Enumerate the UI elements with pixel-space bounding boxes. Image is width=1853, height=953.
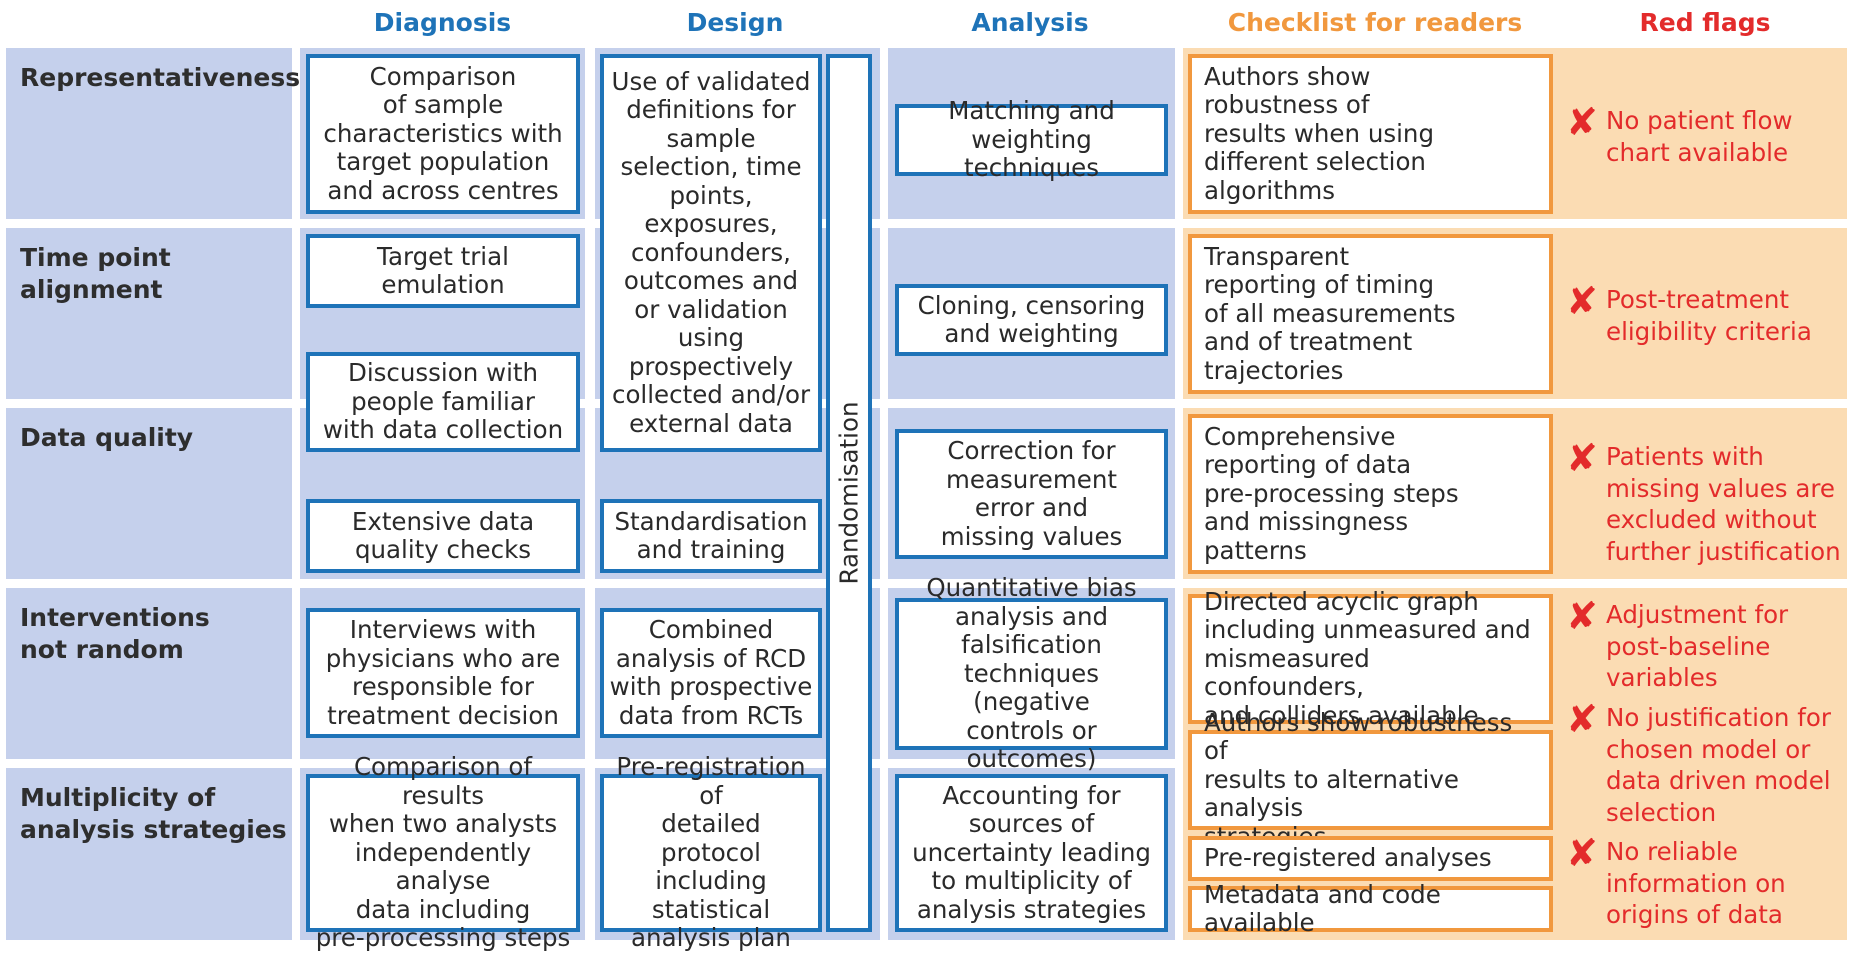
red-flag-text: Post-treatment eligibility criteria xyxy=(1606,285,1812,346)
cross-mark-icon: ✘ xyxy=(1566,279,1598,323)
red-flag-text: No reliable information on origins of da… xyxy=(1606,837,1786,929)
design-box: Use of validated definitions for sample … xyxy=(600,54,822,452)
design-box: Standardisation and training xyxy=(600,499,822,573)
diagnosis-box: Comparison of results when two analysts … xyxy=(306,753,580,952)
checklist-box: Authors show robustness of results to al… xyxy=(1188,708,1553,851)
cross-mark-icon: ✘ xyxy=(1566,594,1598,638)
diagnosis-box: Interviews with physicians who are respo… xyxy=(306,608,580,738)
band-label-row-4 xyxy=(6,588,292,759)
row-label-time-point-alignment: Time point alignment xyxy=(20,243,171,304)
checklist-box: Metadata and code available xyxy=(1188,880,1553,937)
design-box: Combined analysis of RCD with prospectiv… xyxy=(600,608,822,738)
cross-mark-icon: ✘ xyxy=(1566,436,1598,480)
analysis-box: Correction for measurement error and mis… xyxy=(895,429,1168,559)
cross-mark-icon: ✘ xyxy=(1566,697,1598,741)
cross-mark-icon: ✘ xyxy=(1566,831,1598,875)
checklist-box: Comprehensive reporting of data pre-proc… xyxy=(1188,414,1553,574)
red-flag-text: Adjustment for post-baseline variables xyxy=(1606,600,1789,692)
header-red-flags: Red flags xyxy=(1639,8,1771,37)
checklist-box: Pre-registered analyses xyxy=(1188,836,1553,881)
diagnosis-box: Extensive data quality checks xyxy=(306,499,580,573)
analysis-box: Matching and weighting techniques xyxy=(895,97,1168,182)
red-flag-item: ✘ No justification for chosen model or d… xyxy=(1566,697,1846,828)
red-flag-item: ✘ No patient flow chart available xyxy=(1566,100,1846,168)
red-flag-text: No patient flow chart available xyxy=(1606,106,1793,167)
diagnosis-box: Comparison of sample characteristics wit… xyxy=(306,54,580,214)
diagnosis-box: Discussion with people familiar with dat… xyxy=(306,352,580,452)
header-checklist: Checklist for readers xyxy=(1227,8,1523,37)
red-flag-item: ✘ Patients with missing values are exclu… xyxy=(1566,436,1847,567)
analysis-box: Accounting for sources of uncertainty le… xyxy=(895,774,1168,932)
row-label-data-quality: Data quality xyxy=(20,423,194,452)
randomisation-label: Randomisation xyxy=(834,401,864,585)
checklist-box: Directed acyclic graph including unmeasu… xyxy=(1188,587,1553,730)
diagnosis-box: Target trial emulation xyxy=(306,234,580,308)
row-label-representativeness: Representativeness xyxy=(20,63,301,92)
header-design: Design xyxy=(686,8,784,37)
design-box: Pre-registration of detailed protocol in… xyxy=(600,753,822,952)
header-diagnosis: Diagnosis xyxy=(373,8,512,37)
checklist-box: Authors show robustness of results when … xyxy=(1188,54,1553,214)
cross-mark-icon: ✘ xyxy=(1566,100,1598,144)
red-flag-item: ✘ Post-treatment eligibility criteria xyxy=(1566,279,1846,347)
red-flag-item: ✘ No reliable information on origins of … xyxy=(1566,831,1846,931)
red-flag-text: No justification for chosen model or dat… xyxy=(1606,703,1831,827)
analysis-box: Quantitative bias analysis and falsifica… xyxy=(895,574,1168,773)
randomisation-bar: Randomisation xyxy=(826,54,872,932)
analysis-box: Cloning, censoring and weighting xyxy=(895,284,1168,356)
band-label-row-1 xyxy=(6,48,292,219)
red-flag-item: ✘ Adjustment for post-baseline variables xyxy=(1566,594,1846,694)
band-label-row-3 xyxy=(6,408,292,579)
band-label-row-2 xyxy=(6,228,292,399)
band-label-row-5 xyxy=(6,768,292,940)
red-flag-text: Patients with missing values are exclude… xyxy=(1606,442,1841,566)
row-label-multiplicity: Multiplicity of analysis strategies xyxy=(20,783,287,844)
checklist-box: Transparent reporting of timing of all m… xyxy=(1188,234,1553,394)
row-label-interventions-not-random: Interventions not random xyxy=(20,603,210,664)
header-analysis: Analysis xyxy=(971,8,1089,37)
